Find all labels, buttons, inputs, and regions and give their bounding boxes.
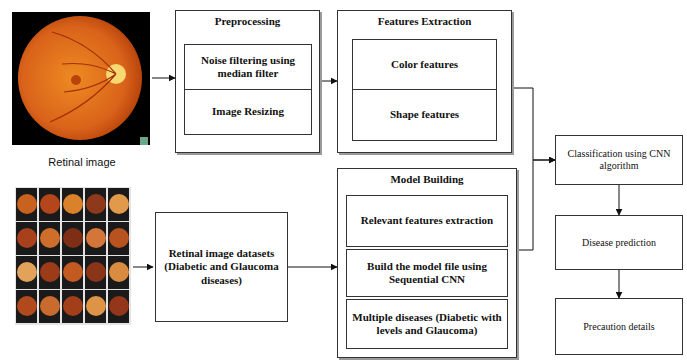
retina-photo [12, 12, 150, 145]
macula [71, 75, 81, 85]
box-title: Preprocessing [215, 15, 281, 28]
flow-arrow [619, 270, 620, 298]
step-box: Noise filtering using median filter [184, 44, 312, 90]
photo-ground [12, 12, 150, 145]
grid-cell [62, 256, 83, 289]
corner-mark [140, 137, 148, 145]
grid-cell [62, 290, 83, 323]
grid-cell [108, 290, 129, 323]
grid-cell [85, 256, 106, 289]
grid-retina [86, 194, 106, 214]
box-label: Disease prediction [582, 237, 656, 249]
grid-retina [40, 262, 60, 282]
grid-retina [109, 194, 129, 214]
grid-retina [109, 296, 129, 316]
grid-cell [108, 188, 129, 221]
vessels [50, 32, 116, 122]
box-label: Noise filtering using median filter [190, 54, 306, 80]
grid-retina [17, 262, 37, 282]
grid-retina [86, 228, 106, 248]
process-box: Classification using CNN algorithm [555, 135, 683, 185]
box-label: Precaution details [583, 321, 654, 333]
grid-retina [63, 228, 83, 248]
grid-cell [16, 290, 37, 323]
retinal-image: Retinal image [12, 8, 152, 170]
box-label: Image Resizing [212, 105, 284, 118]
box-title: Features Extraction [378, 15, 472, 28]
process-box: Precaution details [555, 298, 683, 355]
step-box: Image Resizing [184, 89, 312, 135]
grid-retina [86, 296, 106, 316]
box-label: Retinal image [48, 156, 115, 169]
grid-retina [63, 296, 83, 316]
flow-arrow [152, 78, 175, 79]
grid-cell [85, 222, 106, 255]
grid-cell [62, 188, 83, 221]
box-label: Relevant features extraction [361, 214, 493, 227]
grid-cell [39, 256, 60, 289]
grid-retina [17, 228, 37, 248]
grid-cell [108, 256, 129, 289]
box-label: Shape features [390, 108, 459, 121]
grid-retina [40, 194, 60, 214]
flow-arrow [288, 267, 337, 268]
grid-retina [63, 194, 83, 214]
grid-cell [108, 222, 129, 255]
grid-cell [85, 188, 106, 221]
grid-cell [39, 290, 60, 323]
feature-box: Shape features [352, 89, 497, 141]
grid-cell [62, 222, 83, 255]
box-label: Color features [391, 58, 458, 71]
grid-retina [17, 194, 37, 214]
stage-box: PreprocessingNoise filtering using media… [175, 10, 320, 153]
dataset-arrow [133, 267, 153, 268]
grid-cell [16, 188, 37, 221]
box-label: Classification using CNN algorithm [561, 148, 677, 172]
dataset-grid [15, 187, 131, 325]
flow-arrow [619, 185, 620, 215]
flow-arrow [512, 88, 555, 160]
grid-retina [86, 262, 106, 282]
grid-retina [109, 228, 129, 248]
flow-arrow [517, 160, 555, 250]
step-box: Multiple diseases (Diabetic with levels … [346, 299, 508, 349]
grid-retina [17, 296, 37, 316]
grid-cell [85, 290, 106, 323]
grid-cell [16, 222, 37, 255]
grid-retina [40, 296, 60, 316]
grid-cell [39, 188, 60, 221]
grid-cells [16, 188, 129, 323]
box-label: Build the model file using Sequential CN… [352, 260, 502, 286]
retina-disc [18, 16, 142, 140]
grid-retina [40, 228, 60, 248]
box-label: Retinal image datasets (Diabetic and Gla… [161, 247, 282, 287]
grid-retina [109, 262, 129, 282]
box-title: Model Building [390, 173, 463, 186]
grid-retinas [17, 194, 129, 316]
grid-cell [16, 256, 37, 289]
stage-box: Features ExtractionColor featuresShape f… [337, 10, 512, 153]
grid-cell [39, 222, 60, 255]
step-box: Relevant features extraction [346, 195, 508, 247]
process-box: Disease prediction [555, 215, 683, 270]
feature-box: Color features [352, 39, 497, 90]
dataset-box: Retinal image datasets (Diabetic and Gla… [155, 212, 288, 322]
stage-box: Model BuildingRelevant features extracti… [337, 168, 517, 358]
box-label: Multiple diseases (Diabetic with levels … [352, 311, 502, 337]
step-box: Build the model file using Sequential CN… [346, 249, 508, 297]
grid-ground [15, 187, 131, 325]
flow-arrow [320, 81, 337, 82]
grid-retina [63, 262, 83, 282]
